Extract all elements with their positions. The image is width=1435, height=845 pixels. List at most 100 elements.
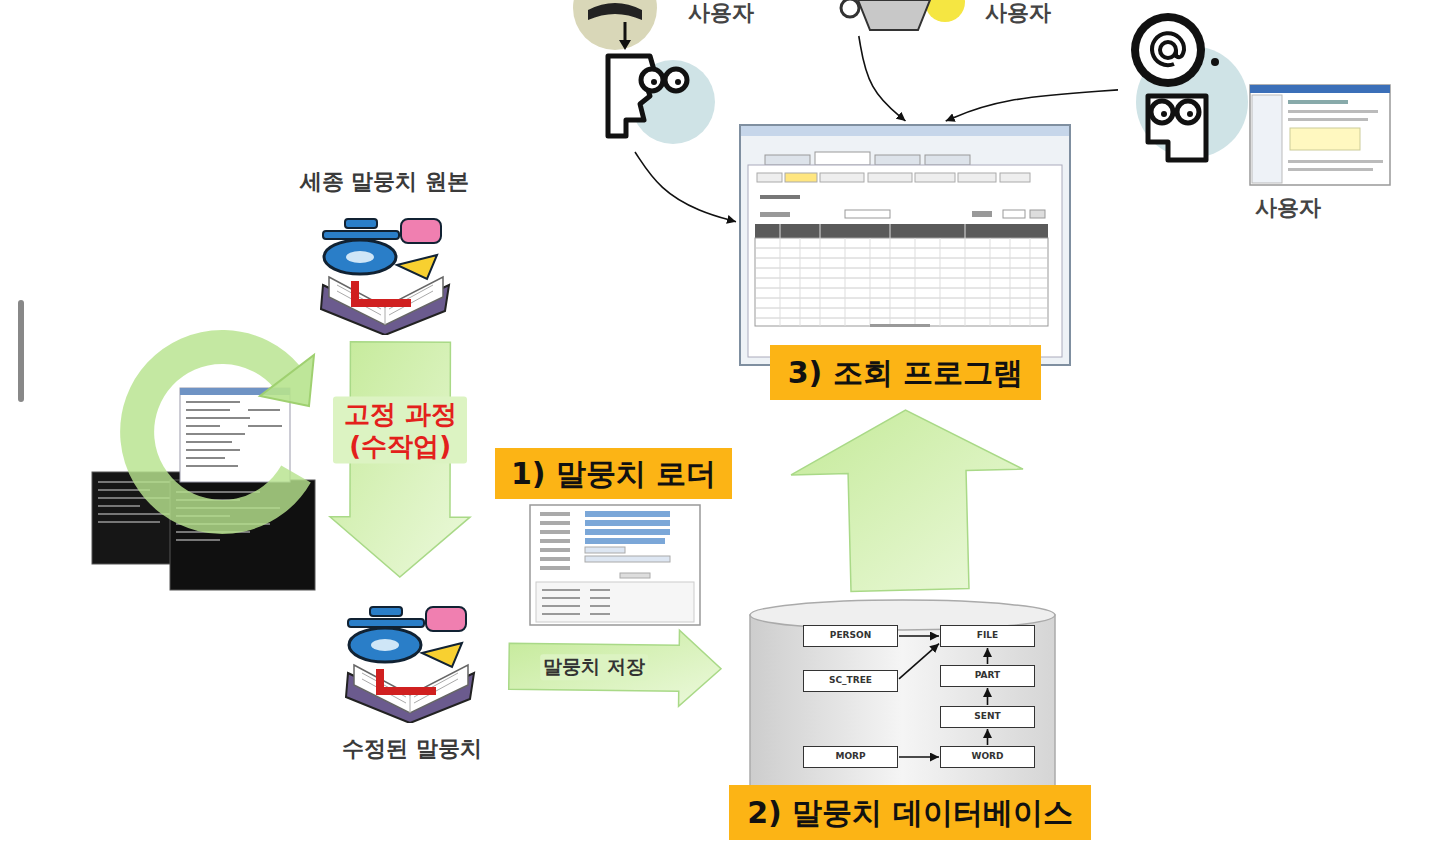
user-icon [1139,21,1197,79]
loader-screenshot [585,547,625,553]
relation-arrow [987,648,989,664]
table-box: PART [940,665,1035,687]
query-window-screenshot [740,125,1070,365]
user-screenshot [1288,160,1383,163]
user-icon [1148,96,1206,160]
query-window-screenshot [815,152,870,165]
access-arrow [859,36,906,121]
flow-arrow [330,342,470,577]
user-icon [858,0,930,30]
user-icon [1131,13,1205,87]
cycle-illustration [260,355,314,406]
table-name: MORP [835,752,865,762]
user-label: 사용자 [985,0,1051,26]
table-name: SENT [974,712,1000,722]
user-icon [841,0,965,30]
query-window-screenshot [755,224,1048,238]
user-icon [1211,58,1219,66]
table-name: SC_TREE [829,676,872,686]
table-name: WORD [972,752,1004,762]
user-screenshot [1290,128,1360,150]
query-window-screenshot [748,165,1062,357]
table-box: SC_TREE [803,670,898,692]
query-window-screenshot [870,324,930,327]
query-window-screenshot [1003,210,1025,218]
user-icon [588,3,642,20]
query-window-screenshot [958,173,996,182]
user-icon [665,69,687,91]
user-screenshot [1250,85,1390,93]
query-window-screenshot [760,212,790,217]
loader-screenshot [530,505,700,625]
user-icon [1151,101,1173,123]
program-label: 2) 말뭉치 데이터베이스 [729,785,1090,840]
loader-screenshot [540,557,570,561]
query-window-screenshot [868,173,912,182]
user-screenshot [1250,85,1390,185]
query-window-screenshot [875,155,920,165]
corpus-book-icon [321,219,474,723]
table-box: PERSON [803,625,898,647]
database-cylinder-shape [750,615,1055,800]
cycle-illustration [186,402,282,466]
query-window-screenshot [757,173,782,182]
user-icon [925,0,965,22]
query-window-screenshot [755,238,1048,326]
loader-screenshot [540,512,570,516]
loader-screenshot [540,521,570,525]
corpus-book-icon [321,219,449,335]
loader-screenshot [542,590,610,614]
program-label: 1) 말뭉치 로더 [511,454,716,493]
flow-arrow [791,410,1023,591]
user-screenshot [1288,118,1368,121]
relation-arrow [899,644,939,679]
loader-screenshot [585,520,670,526]
user-icon [1160,42,1176,58]
query-window-screenshot [780,224,1030,326]
query-window-screenshot [740,125,1070,365]
user-icon [1131,13,1248,160]
user-icon [641,69,663,91]
user-icon [651,79,657,85]
cycle-illustration [92,347,315,590]
user-screenshot [1252,95,1282,183]
arrow-label: 말뭉치 저장 [540,654,648,680]
loader-band: 1) 말뭉치 로더 [495,448,732,499]
query-window-screenshot [1030,210,1045,218]
scrollbar-mark [18,300,24,402]
database-cylinder-shape [750,600,1055,800]
query-window-screenshot [972,211,992,217]
table-box: WORD [940,746,1035,768]
loader-screenshot [530,505,700,625]
corpus-label: 세종 말뭉치 원본 [285,168,484,197]
program-label: 3) 조회 프로그램 [770,345,1041,400]
query-window-screenshot [820,173,864,182]
user-figure: 사용자 [1120,10,1400,232]
cycle-illustration [137,347,296,517]
user-icon [1152,33,1184,65]
corpus-book-icon [346,607,474,723]
table-name: PERSON [830,631,871,641]
access-arrow [946,90,1118,121]
user-label: 사용자 [688,0,754,26]
user-icon [1161,111,1167,117]
user-figure: 사용자 [830,0,1070,34]
user-label: 사용자 [1255,195,1321,221]
loader-screenshot [540,530,570,534]
table-name: PART [975,671,1000,681]
query-window-screenshot [845,210,890,218]
corpus-icon: 세종 말뭉치 원본 [285,168,484,338]
loader-screenshot [536,582,694,622]
loader-screenshot [585,511,670,517]
query-window-screenshot [915,173,955,182]
loader-screenshot [540,539,570,543]
cycle-illustration [180,388,290,482]
query-window-screenshot [765,155,810,165]
corpus-icon: 수정된 말뭉치 [325,595,499,773]
database-cylinder: 2) 말뭉치 데이터베이스PERSONFILESC_TREEPARTSENTMO… [727,598,1093,842]
query-window-screenshot [760,195,800,199]
loader-screenshot [585,556,670,562]
query-program-window: 3) 조회 프로그램 [738,123,1073,405]
